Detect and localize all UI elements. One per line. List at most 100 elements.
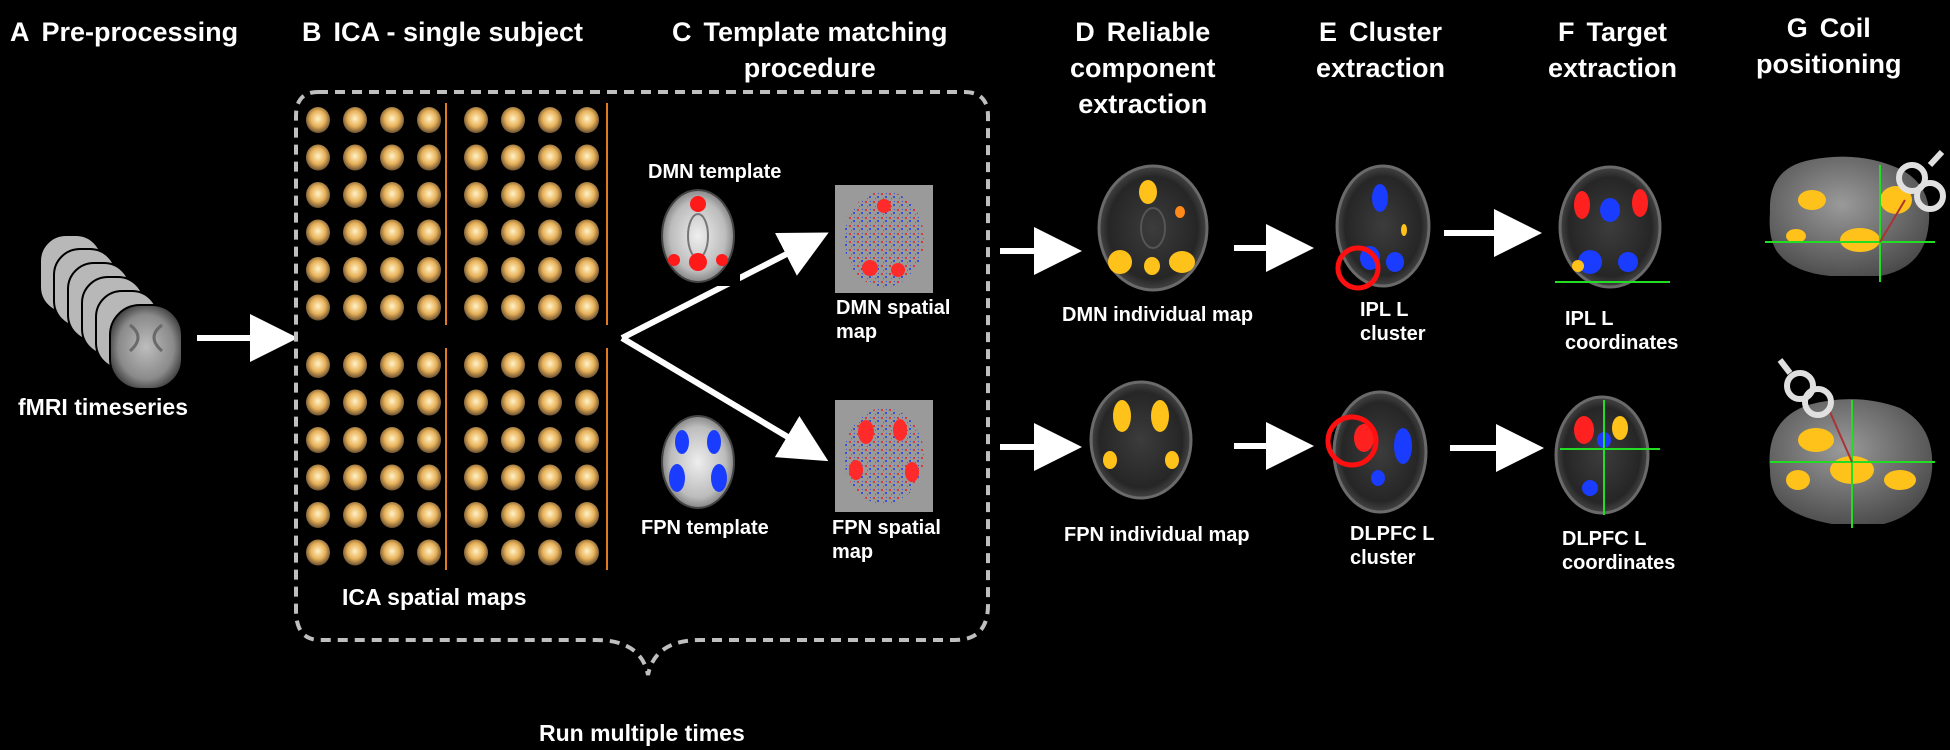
ica-component-thumbnail — [501, 502, 525, 528]
ica-component-thumbnail — [380, 352, 404, 378]
ica-component-thumbnail — [417, 352, 441, 378]
ica-component-thumbnail — [501, 144, 525, 171]
ipl-cluster-label: IPL L cluster — [1360, 299, 1426, 345]
ica-component-thumbnail — [343, 427, 367, 453]
ica-component-thumbnail — [417, 502, 441, 528]
ica-component-thumbnail — [538, 427, 562, 453]
ica-component-thumbnail — [538, 144, 562, 171]
ica-component-thumbnail — [575, 144, 599, 171]
ica-component-thumbnail — [538, 107, 562, 133]
ipl-coordinates-image — [1555, 165, 1670, 289]
ica-component-thumbnail — [306, 182, 330, 208]
ica-component-thumbnail — [464, 144, 488, 171]
ica-component-thumbnail — [343, 464, 367, 491]
tms-coil-icon — [1777, 358, 1834, 418]
ica-component-thumbnail — [575, 219, 599, 246]
ica-component-thumbnail — [464, 219, 488, 246]
ica-component-thumbnail — [343, 257, 367, 283]
ica-component-thumbnail — [501, 539, 525, 566]
ica-component-thumbnail — [343, 389, 367, 416]
arrow-to-dmn-spatial-map — [620, 232, 829, 341]
ica-component-thumbnail — [380, 107, 404, 133]
ica-component-thumbnail — [575, 464, 599, 491]
ica-component-thumbnail — [343, 182, 367, 208]
ica-component-thumbnail — [306, 502, 330, 528]
ica-component-thumbnail — [306, 219, 330, 246]
ica-component-thumbnail — [575, 352, 599, 378]
ica-component-thumbnail — [464, 464, 488, 491]
dlpfc-cluster-image — [1325, 390, 1428, 514]
ica-component-thumbnail — [417, 182, 441, 208]
dmn-individual-map-label: DMN individual map — [1062, 304, 1254, 326]
dmn-spatial-map-label: DMN spatial map — [836, 297, 951, 343]
ica-component-thumbnail — [538, 502, 562, 528]
ica-component-thumbnail — [343, 219, 367, 246]
ica-component-thumbnail — [380, 182, 404, 208]
ica-component-thumbnail — [417, 219, 441, 246]
ica-component-thumbnail — [501, 107, 525, 133]
ica-component-thumbnail — [501, 427, 525, 453]
ica-component-thumbnail — [464, 352, 488, 378]
ica-component-thumbnail — [501, 294, 525, 321]
dmn-template-image — [656, 186, 740, 286]
ica-component-thumbnail — [575, 107, 599, 133]
fpn-individual-map-label: FPN individual map — [1064, 524, 1250, 546]
fmri-timeseries-label: fMRI timeseries — [18, 394, 189, 420]
ica-component-thumbnail — [538, 389, 562, 416]
ica-component-thumbnail — [380, 539, 404, 566]
ica-component-thumbnail — [538, 294, 562, 321]
ica-component-thumbnail — [306, 539, 330, 566]
ica-component-thumbnail — [501, 182, 525, 208]
ica-component-thumbnail — [464, 182, 488, 208]
ica-component-thumbnail — [575, 427, 599, 453]
ica-component-thumbnail — [380, 257, 404, 283]
brain-with-coil-dlpfc — [1769, 358, 1935, 528]
ica-component-thumbnail — [464, 539, 488, 566]
dmn-template-label: DMN template — [648, 161, 782, 183]
ica-component-thumbnail — [380, 464, 404, 491]
ica-component-thumbnail — [538, 219, 562, 246]
ica-component-thumbnail — [343, 352, 367, 378]
ica-component-thumbnail — [306, 389, 330, 416]
fpn-template-image — [656, 412, 740, 512]
ica-component-thumbnail — [538, 352, 562, 378]
ica-component-thumbnail — [417, 464, 441, 491]
ica-component-thumbnail — [538, 182, 562, 208]
ica-component-thumbnail — [501, 464, 525, 491]
ica-component-thumbnail — [343, 539, 367, 566]
dlpfc-coordinates-image — [1554, 395, 1660, 515]
ipl-coordinates-label: IPL L coordinates — [1565, 308, 1679, 354]
ica-component-thumbnail — [417, 389, 441, 416]
ica-component-thumbnail — [306, 107, 330, 133]
ica-component-thumbnail — [343, 107, 367, 133]
dlpfc-highlight-circle — [1325, 414, 1379, 468]
dmn-spatial-map-image — [835, 185, 933, 293]
ica-component-thumbnail — [306, 144, 330, 171]
ica-spatial-maps-label: ICA spatial maps — [342, 584, 527, 610]
ica-component-thumbnail — [417, 294, 441, 321]
ica-component-thumbnail — [306, 257, 330, 283]
fmri-volume-stack — [39, 234, 183, 390]
ica-component-thumbnail — [343, 144, 367, 171]
ica-component-thumbnail — [538, 464, 562, 491]
ica-component-thumbnail — [575, 294, 599, 321]
ica-component-thumbnail — [306, 352, 330, 378]
ica-component-thumbnail — [417, 427, 441, 453]
tms-coil-icon — [1896, 149, 1946, 212]
ica-component-thumbnail — [501, 389, 525, 416]
ica-component-thumbnail — [464, 427, 488, 453]
ica-component-thumbnail — [501, 352, 525, 378]
ica-component-thumbnail — [380, 502, 404, 528]
ica-component-thumbnail — [306, 464, 330, 491]
ica-component-thumbnail — [417, 144, 441, 171]
dlpfc-cluster-label: DLPFC L cluster — [1350, 523, 1435, 569]
ica-component-thumbnail — [343, 294, 367, 321]
ica-component-thumbnail — [538, 539, 562, 566]
ica-component-thumbnail — [575, 257, 599, 283]
fpn-individual-map-image — [1089, 380, 1193, 500]
